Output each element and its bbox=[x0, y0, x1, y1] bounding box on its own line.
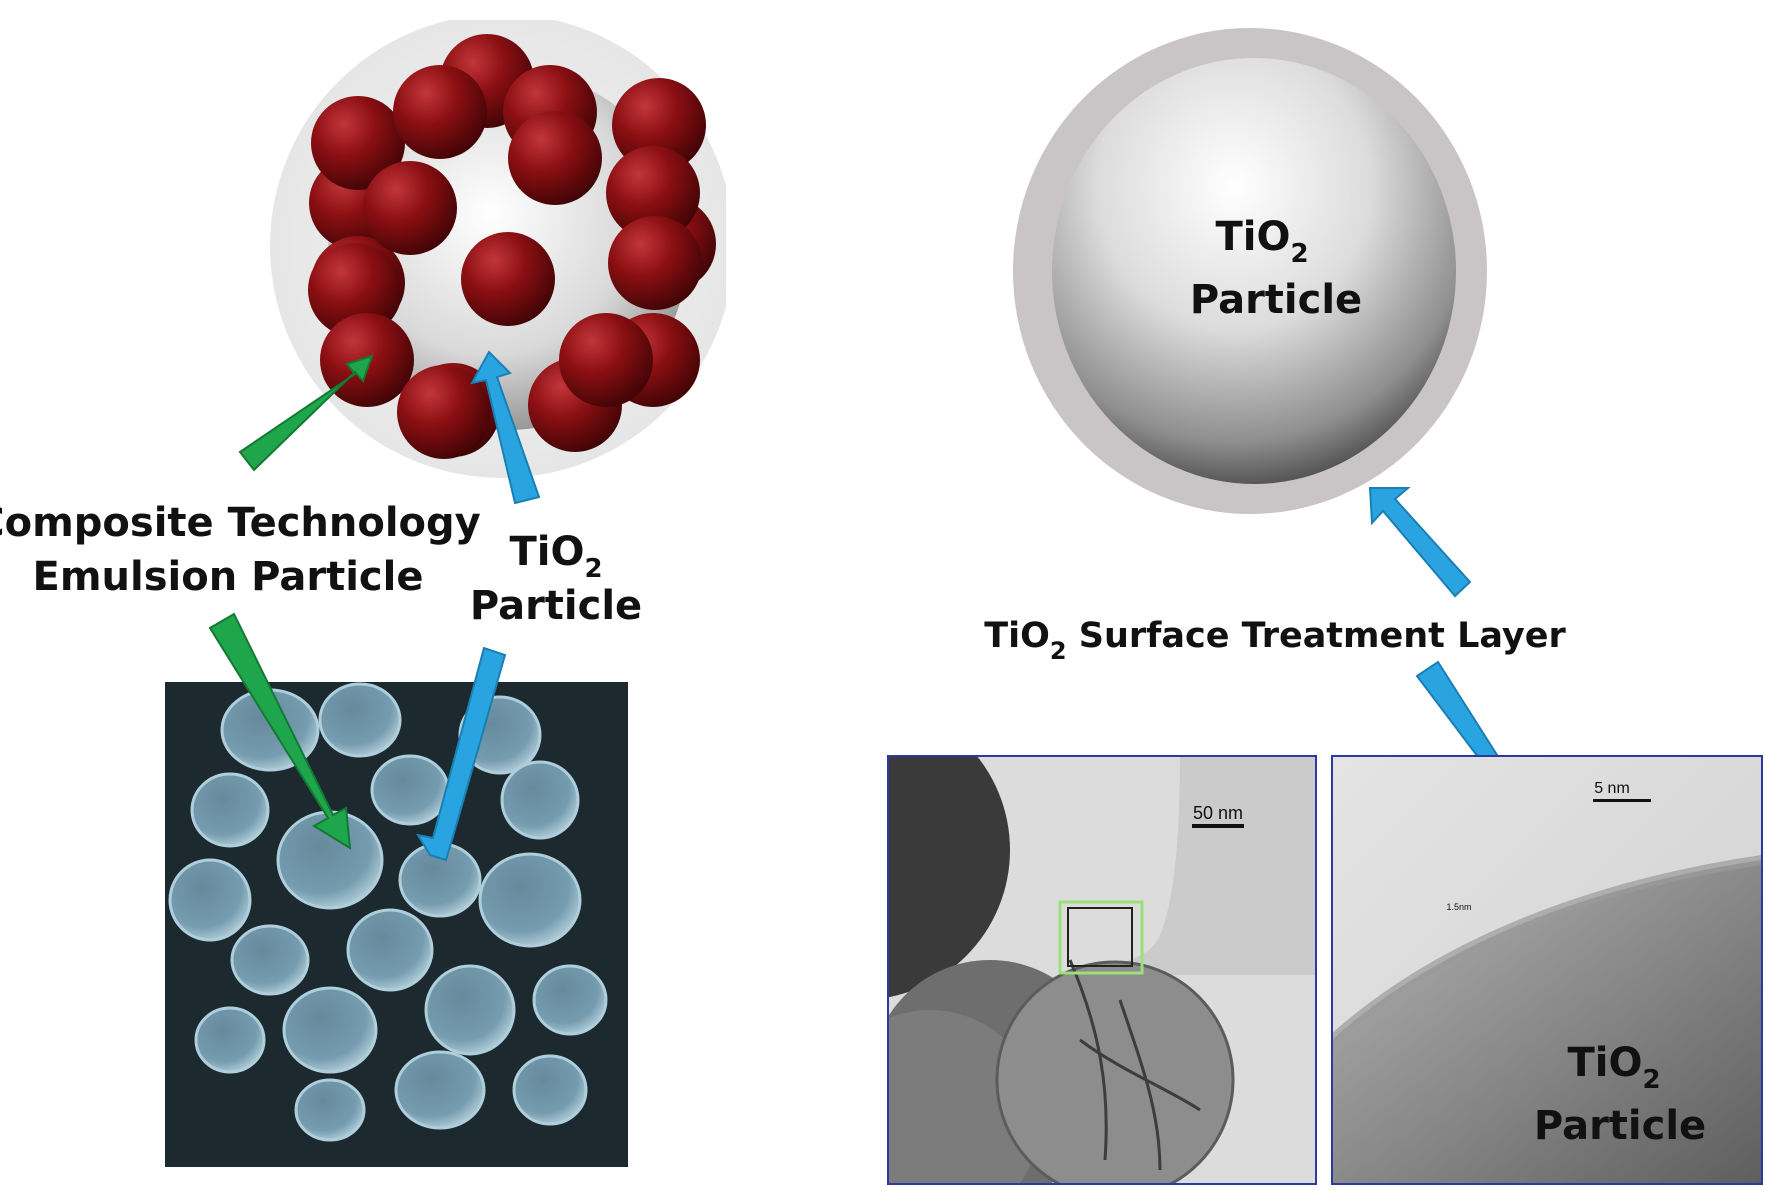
tio2-label-line2: Particle bbox=[470, 583, 642, 629]
sem-particle bbox=[318, 682, 402, 758]
sem-image bbox=[165, 682, 628, 1167]
tem-high-particle bbox=[1332, 860, 1762, 1184]
emulsion-particle bbox=[393, 65, 487, 159]
sem-particle bbox=[394, 1050, 486, 1130]
green-arrow-to-emulsion-particle bbox=[238, 354, 374, 472]
sem-particle bbox=[346, 908, 434, 992]
tem-high-mag-frame bbox=[1331, 755, 1763, 1185]
sphere-label-line2: Particle bbox=[1190, 277, 1362, 323]
sem-particle bbox=[424, 964, 516, 1056]
emulsion-particle bbox=[311, 96, 405, 190]
tem-low-mag-frame bbox=[887, 755, 1317, 1185]
tem-high-label-line1: TiO2 bbox=[1567, 1040, 1660, 1095]
sem-particle bbox=[294, 1078, 366, 1142]
tem-carbon-film bbox=[1090, 756, 1316, 975]
tio2-core-sphere bbox=[1052, 58, 1456, 484]
tem-particle-main bbox=[995, 960, 1235, 1184]
tem-roi-inner-box bbox=[1067, 907, 1133, 967]
composite-label-line1: Composite Technology bbox=[0, 500, 481, 546]
tem-roi-box bbox=[1058, 900, 1144, 975]
treated-tio2-sphere bbox=[1013, 28, 1487, 514]
sem-particle bbox=[500, 760, 580, 840]
emulsion-particle bbox=[363, 161, 457, 255]
emulsion-particles bbox=[308, 34, 716, 459]
tem-particle bbox=[888, 756, 1010, 998]
tem-high-scale-bar bbox=[1593, 799, 1651, 802]
tem-low-mag-image: 50 nm bbox=[887, 755, 1317, 1185]
sem-particle bbox=[532, 964, 608, 1036]
sem-particle bbox=[194, 1006, 266, 1074]
emulsion-particle bbox=[559, 313, 653, 407]
blue-arrow-to-treatment-layer bbox=[1368, 487, 1472, 598]
sem-particle bbox=[168, 858, 252, 942]
treatment-layer-label: TiO2 Surface Treatment Layer bbox=[984, 616, 1566, 665]
composite-particle-illustration bbox=[270, 20, 726, 478]
sem-particle bbox=[370, 754, 450, 826]
tio2-label-line1: TiO2 bbox=[509, 529, 602, 584]
sem-particle bbox=[230, 924, 310, 996]
sem-particle bbox=[512, 1054, 588, 1126]
sem-particle bbox=[190, 772, 270, 848]
tem-low-scale-bar bbox=[1192, 824, 1244, 828]
sem-particle bbox=[478, 852, 582, 948]
sem-particle bbox=[282, 986, 378, 1074]
emulsion-particle bbox=[612, 78, 706, 172]
blue-arrow-to-tio2-core bbox=[470, 350, 541, 505]
emulsion-particle bbox=[461, 232, 555, 326]
emulsion-particle bbox=[308, 243, 402, 337]
tem-high-surface-layer bbox=[1332, 855, 1762, 1044]
tem-high-label-line2: Particle bbox=[1534, 1103, 1706, 1149]
tem-lattice-lines bbox=[1068, 959, 1201, 1171]
composite-label-line2: Emulsion Particle bbox=[33, 554, 424, 600]
green-arrow-to-sem-particle bbox=[208, 612, 352, 850]
tem-thickness-label: 1.5nm bbox=[1446, 902, 1471, 912]
blue-arrow-to-sem-tio2 bbox=[415, 646, 507, 862]
tem-high-scale-label: 5 nm bbox=[1594, 780, 1630, 797]
emulsion-particle bbox=[508, 111, 602, 205]
emulsion-particle bbox=[608, 216, 702, 310]
tem-low-scale-label: 50 nm bbox=[1193, 803, 1243, 823]
tem-high-mag-image: 5 nm 1.5nm TiO2 Particle bbox=[1331, 755, 1763, 1185]
emulsion-particle bbox=[606, 146, 700, 240]
emulsion-particle bbox=[397, 365, 491, 459]
sphere-label-line1: TiO2 bbox=[1215, 214, 1308, 269]
